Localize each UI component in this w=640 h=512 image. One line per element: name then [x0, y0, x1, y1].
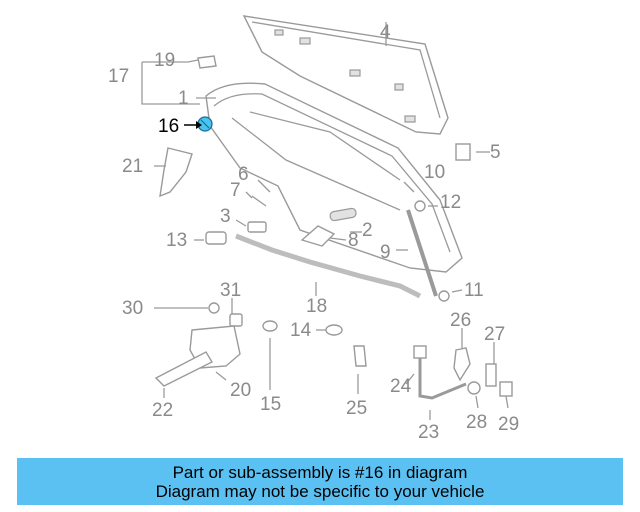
callout-29: 29 [498, 414, 519, 435]
part-27 [485, 363, 497, 387]
part-7 [251, 195, 267, 207]
part-29 [499, 381, 513, 397]
part-18-seal [235, 233, 422, 299]
callout-28: 28 [466, 412, 487, 433]
callout-21: 21 [122, 156, 143, 177]
callout-12: 12 [440, 192, 461, 213]
part-19-clip [197, 55, 217, 69]
callout-23: 23 [418, 422, 439, 443]
callout-11: 11 [464, 280, 484, 301]
part-12 [414, 200, 426, 212]
part-21-bracket [159, 147, 193, 198]
callout-1: 1 [178, 88, 189, 109]
callout-14: 14 [290, 320, 312, 341]
part-5 [455, 143, 471, 161]
part-14 [325, 324, 343, 336]
caption-line-1: Part or sub-assembly is #16 in diagram [172, 462, 468, 482]
callout-24: 24 [390, 376, 412, 397]
part-15 [262, 320, 278, 332]
callout-4: 4 [380, 22, 391, 43]
callout-8: 8 [348, 230, 359, 251]
callout-10: 10 [424, 162, 445, 183]
callout-18: 18 [306, 296, 327, 317]
part-22 [154, 351, 213, 387]
caption-banner: Part or sub-assembly is #16 in diagram D… [17, 458, 623, 505]
parts-diagram: 4 19 17 1 16 5 21 6 7 10 12 3 2 13 8 9 1… [108, 15, 519, 443]
callout-6: 6 [238, 164, 249, 185]
part-9-strut [406, 209, 438, 297]
callout-22: 22 [152, 400, 173, 421]
part-3 [247, 221, 267, 233]
part-28 [467, 381, 481, 395]
callout-7: 7 [230, 180, 241, 201]
callout-25: 25 [346, 398, 367, 419]
part-8 [300, 225, 336, 247]
part-25 [353, 345, 367, 367]
callout-labels: 4 19 17 1 16 5 21 6 7 10 12 3 2 13 8 9 1… [108, 22, 519, 443]
part-31 [229, 313, 243, 327]
callout-19: 19 [154, 50, 175, 71]
callout-13: 13 [166, 230, 187, 251]
callout-31: 31 [220, 280, 241, 301]
part-30 [208, 302, 220, 314]
callout-15: 15 [260, 394, 281, 415]
part-23-rod [418, 356, 467, 400]
callout-9: 9 [380, 242, 391, 263]
callout-3: 3 [220, 206, 231, 227]
callout-2: 2 [362, 220, 373, 241]
callout-26: 26 [450, 310, 471, 331]
part-13 [205, 231, 227, 245]
callout-20: 20 [230, 380, 251, 401]
caption-line-2: Diagram may not be specific to your vehi… [155, 481, 485, 501]
callout-16: 16 [158, 116, 179, 137]
callout-30: 30 [122, 298, 143, 319]
part-1-hood-panel [205, 82, 463, 273]
callout-5: 5 [490, 142, 501, 163]
part-26 [453, 347, 471, 382]
part-11 [438, 290, 450, 302]
callout-27: 27 [484, 324, 505, 345]
callout-17: 17 [108, 66, 129, 87]
part-24 [413, 345, 427, 359]
part-4-insulation [242, 15, 449, 135]
